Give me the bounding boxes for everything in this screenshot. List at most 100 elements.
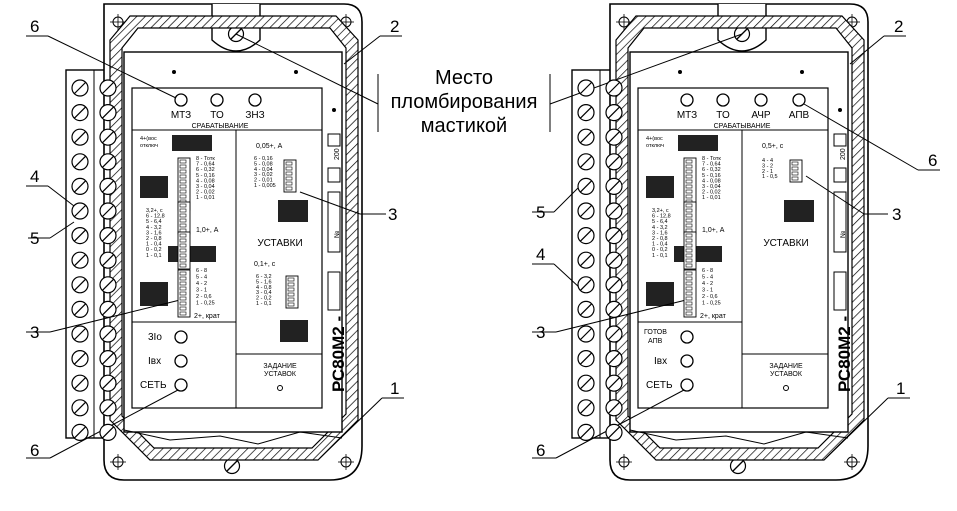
task-label: ЗАДАНИЕ (769, 363, 803, 370)
field-no: № (840, 230, 847, 238)
task-label: УСТАВОК (770, 371, 803, 378)
terminal-screw-icon (99, 251, 117, 269)
scale-mark: 8 - Тотк (702, 156, 721, 162)
terminal-screw-icon (71, 399, 89, 417)
terminal-screw-icon (99, 350, 117, 368)
scale-mark: 6 - 8 (702, 268, 713, 274)
terminal-screw-icon (99, 325, 117, 343)
led-label: МТЗ (171, 110, 191, 121)
scale-mark: 1 - 0,1 (146, 253, 162, 259)
field-200: 200 (334, 148, 341, 160)
scale-mark: 6 - 12,8 (652, 214, 671, 220)
dip-switch (683, 157, 697, 211)
callout-3: 3 (30, 323, 39, 342)
scale-mark: 5 - 0,16 (196, 173, 215, 179)
dip-switch (683, 201, 697, 235)
terminal-screw-icon (71, 103, 89, 122)
ivx-label: Iвх (148, 356, 161, 367)
field-no: № (334, 230, 341, 238)
terminal-screw-icon (605, 177, 623, 195)
terminal-screw-icon (605, 202, 623, 220)
dip-switch (683, 269, 697, 318)
col1-head: отключ (140, 143, 158, 149)
terminal-screw-icon (99, 177, 117, 195)
scale-mark: 6 - 3,2 (256, 274, 272, 280)
callout-6: 6 (30, 17, 39, 36)
scale-mark: 5 - 4 (196, 275, 207, 281)
led-to-left (210, 93, 224, 107)
trip-group-label: СРАБАТЫВАНИЕ (192, 123, 249, 130)
terminal-screw-icon (99, 202, 117, 220)
terminal-screw-icon (605, 350, 623, 368)
scale-mark: 3 - 0,02 (254, 172, 273, 178)
terminal-screw-icon (577, 103, 595, 122)
left-device: МТЗ ТО ЗНЗ СРАБАТЫВАНИЕ 4+(вос отключ 0,… (65, 3, 363, 481)
field-200: 200 (840, 148, 847, 160)
terminal-screw-icon (605, 103, 623, 122)
scale-mark: 1 - 0,005 (254, 183, 276, 189)
scale-mark: 2 - 0,01 (254, 178, 273, 184)
task-label: УСТАВОК (264, 371, 297, 378)
terminal-screw-icon (71, 128, 89, 146)
callout-numbers: 6 2 3 4 5 3 6 1 2 3 6 5 4 3 6 1 (30, 17, 937, 460)
callout-1: 1 (390, 379, 399, 398)
led-label: МТЗ (677, 110, 697, 121)
terminal-screw-icon (605, 153, 623, 171)
scale-mark: 2 - 0,02 (702, 190, 721, 196)
callout-4: 4 (536, 245, 545, 264)
terminal-screw-icon (577, 300, 595, 318)
terminal-screw-icon (577, 276, 595, 294)
scale-mark: 6 - 12,8 (146, 214, 165, 220)
scale-mark: 1 - 0,1 (256, 301, 272, 307)
terminal-screw-icon (99, 128, 117, 146)
terminal-screw-icon (605, 128, 623, 146)
terminal-screw-icon (71, 251, 89, 269)
scale-mark: 1 - 0,4 (652, 242, 668, 248)
callout-1: 1 (896, 379, 905, 398)
terminal-screw-icon (577, 79, 595, 97)
led-label: ТО (716, 110, 730, 121)
dip-switch (177, 157, 191, 211)
scale-mark: 3 - 1 (196, 288, 207, 294)
scale-mark: 4 - 0,8 (256, 285, 272, 291)
callout-3: 3 (892, 205, 901, 224)
terminal-screw-icon (577, 251, 595, 269)
terminal-screw-icon (99, 423, 117, 441)
col2-head: 0,5+, с (762, 143, 784, 150)
model-label: РС80М2 - (835, 316, 854, 392)
led-mtz-left (174, 93, 188, 107)
terminal-screw-icon (605, 399, 623, 417)
dip-switch (177, 231, 191, 270)
terminal-screw-icon (99, 374, 117, 392)
terminal-screw-icon (577, 202, 595, 220)
scale-mark: 5 - 0,08 (254, 161, 273, 167)
scale-mark: 5 - 4 (702, 275, 713, 281)
scale-mark: 4 - 3,2 (146, 225, 162, 231)
led-znz-left (248, 93, 262, 107)
terminal-screw-icon (577, 423, 595, 441)
terminal-screw-icon (605, 227, 623, 245)
scale-mark: 5 - 6,4 (146, 219, 162, 225)
scale-mark: 5 - 0,16 (702, 173, 721, 179)
dip-switch (285, 275, 299, 309)
terminal-screw-icon (99, 103, 117, 122)
scale-mark: 6 - 0,16 (254, 156, 273, 162)
scale-mark: 4 - 0,04 (254, 167, 273, 173)
set-label: СЕТЬ (646, 380, 673, 391)
terminal-screw-icon (605, 276, 623, 294)
scale-mark: 3 - 2 (762, 163, 773, 169)
terminal-screw-icon (99, 79, 117, 97)
scale-mark: 4 - 0,08 (196, 178, 215, 184)
terminal-screw-icon (577, 350, 595, 368)
dip-switch (683, 231, 697, 270)
scale-mark: 1 - 0,5 (762, 174, 778, 180)
col1-head: отключ (646, 143, 664, 149)
callout-6: 6 (928, 151, 937, 170)
terminal-screw-icon (71, 227, 89, 245)
callout-5: 5 (536, 203, 545, 222)
coef-label: 2+, крат (700, 313, 727, 320)
terminal-screw-icon (99, 276, 117, 294)
terminal-screw-icon (99, 153, 117, 171)
led-label: ЗНЗ (245, 110, 264, 121)
